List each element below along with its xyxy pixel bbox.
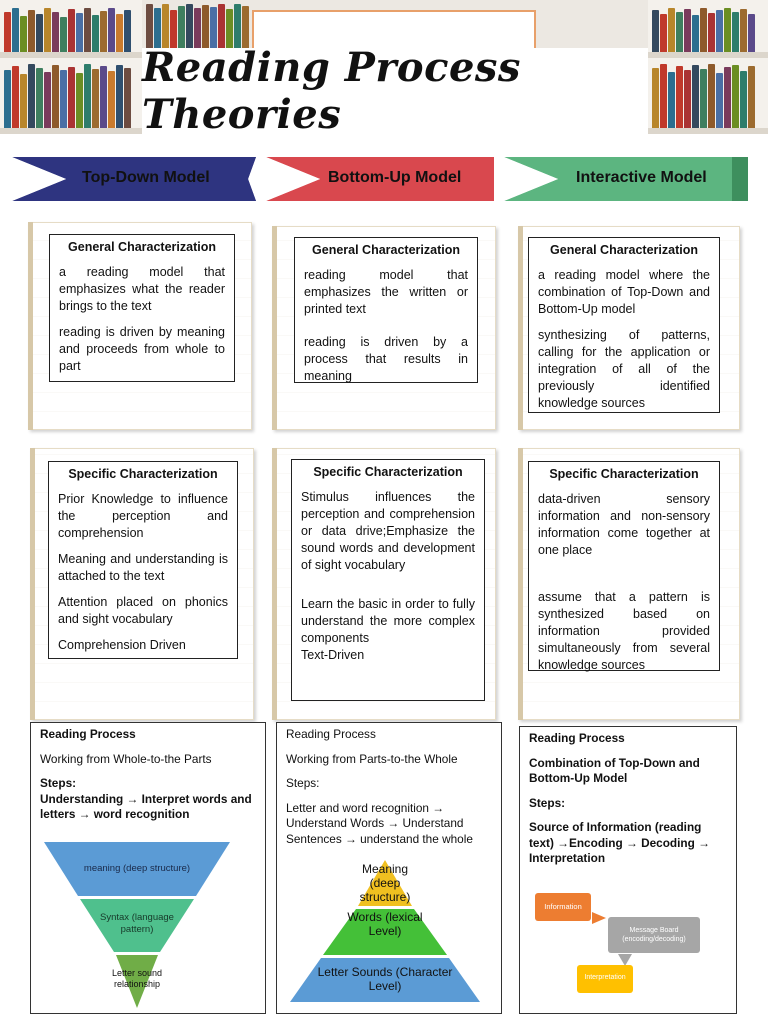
specific-card-interactive: Specific Characterization data-driven se… bbox=[528, 461, 720, 672]
card-heading: Specific Characterization bbox=[68, 467, 218, 481]
card-text: Text-Driven bbox=[301, 648, 365, 662]
diagram-label: Meaning (deep structure) bbox=[359, 862, 411, 904]
steps-text: Letter and word recognition → Understand… bbox=[286, 800, 473, 846]
pyramid-layer-syntax bbox=[80, 899, 194, 952]
arrow-down-icon bbox=[618, 954, 632, 966]
diagram-label: Letter sound relationship bbox=[111, 968, 163, 989]
diagram-label: Message Board (encoding/decoding) bbox=[622, 927, 686, 943]
specific-card-bottom-up: Specific Characterization Stimulus influ… bbox=[291, 459, 485, 701]
banner-bottom-up: Bottom-Up Model bbox=[266, 155, 510, 203]
ribbon-navy-shape bbox=[12, 157, 256, 201]
card-heading: General Characterization bbox=[550, 243, 698, 257]
flow-box-message-board bbox=[608, 917, 700, 953]
card-text: Prior Knowledge to influence the percept… bbox=[58, 492, 228, 540]
process-subtitle: Working from Whole-to-the Parts bbox=[40, 751, 212, 766]
inverted-pyramid-diagram bbox=[44, 842, 230, 1008]
banner-top-down: Top-Down Model bbox=[12, 155, 256, 203]
card-heading: Specific Characterization bbox=[549, 467, 699, 481]
card-text: Attention placed on phonics and sight vo… bbox=[58, 595, 228, 626]
banner-interactive: Interactive Model bbox=[504, 155, 748, 203]
card-text: reading model that emphasizes the writte… bbox=[304, 268, 468, 316]
card-heading: General Characterization bbox=[68, 240, 216, 254]
general-card-bottom-up: General Characterization reading model t… bbox=[294, 237, 478, 383]
process-subtitle: Combination of Top-Down and Bottom-Up Mo… bbox=[529, 755, 700, 786]
pyramid-layer-letter-sound bbox=[116, 955, 158, 1008]
card-text: a reading model that emphasizes what the… bbox=[59, 265, 225, 313]
specific-card-top-down: Specific Characterization Prior Knowledg… bbox=[48, 461, 238, 659]
diagram-label: Letter Sounds (Character Level) bbox=[317, 965, 453, 993]
diagram-label: Syntax (language pattern) bbox=[100, 912, 174, 935]
card-text: Stimulus influences the perception and c… bbox=[301, 490, 475, 572]
general-card-top-down: General Characterization a reading model… bbox=[49, 234, 235, 382]
card-heading: General Characterization bbox=[312, 243, 460, 257]
card-text: Meaning and understanding is attached to… bbox=[58, 552, 228, 583]
card-text: assume that a pattern is synthesized bas… bbox=[538, 590, 710, 672]
card-text: synthesizing of patterns, calling for th… bbox=[538, 328, 710, 410]
process-title: Reading Process bbox=[40, 727, 136, 741]
pyramid-layer-meaning bbox=[44, 842, 230, 896]
diagram-label: meaning (deep structure) bbox=[83, 863, 191, 874]
flow-box-interpretation bbox=[577, 965, 633, 993]
process-title: Reading Process bbox=[286, 727, 376, 741]
ribbon-green-shape bbox=[504, 157, 748, 201]
banner-label: Bottom-Up Model bbox=[328, 169, 462, 186]
diagram-label: Words (lexical Level) bbox=[347, 910, 423, 938]
card-text: data-driven sensory information and non-… bbox=[538, 492, 710, 557]
steps-label: Steps: bbox=[529, 795, 566, 810]
pyramid-layer-words bbox=[323, 909, 447, 955]
pyramid-layer-letter-sounds bbox=[290, 958, 480, 1002]
card-text: Learn the basic in order to fully unders… bbox=[301, 597, 475, 645]
card-heading: Specific Characterization bbox=[313, 465, 463, 479]
diagram-label: Information bbox=[544, 902, 582, 911]
page-title: Reading Process Theories bbox=[142, 44, 648, 138]
card-text: reading is driven by a process that resu… bbox=[304, 335, 468, 383]
card-text: a reading model where the combination of… bbox=[538, 268, 710, 316]
general-card-interactive: General Characterization a reading model… bbox=[528, 237, 720, 413]
bookshelf-right bbox=[648, 0, 768, 134]
card-text: reading is driven by meaning and proceed… bbox=[59, 325, 225, 373]
arrow-right-icon bbox=[592, 912, 606, 924]
steps-label: Steps: bbox=[286, 776, 320, 790]
ribbon-red-shape bbox=[266, 157, 494, 201]
steps-label: Steps: bbox=[40, 776, 77, 790]
process-title: Reading Process bbox=[529, 731, 625, 745]
pyramid-layer-meaning bbox=[358, 860, 412, 906]
steps-text: Source of Information (reading text) →En… bbox=[529, 820, 710, 865]
flow-box-information bbox=[535, 893, 591, 921]
process-subtitle: Working from Parts-to-the Whole bbox=[286, 751, 458, 766]
pyramid-diagram bbox=[290, 860, 480, 1002]
banner-label: Top-Down Model bbox=[82, 169, 210, 186]
bookshelf-left bbox=[0, 0, 142, 134]
banner-label: Interactive Model bbox=[576, 169, 707, 186]
steps-text: Understanding → Interpret words and lett… bbox=[40, 791, 252, 822]
diagram-label: Interpretation bbox=[584, 974, 626, 981]
card-text: Comprehension Driven bbox=[58, 638, 186, 652]
